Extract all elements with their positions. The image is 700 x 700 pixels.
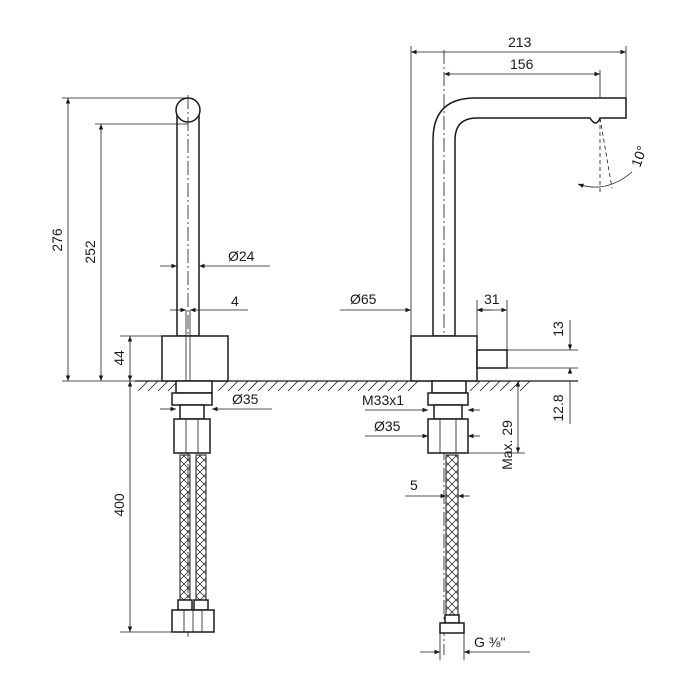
label-lever-offset: 31 [484, 291, 500, 307]
dim-max-deck: Max. 29 [468, 381, 525, 470]
label-deck-offset: 12.8 [550, 394, 566, 421]
dim-lever-height: 13 [507, 320, 578, 374]
label-connection: G ⅜" [474, 634, 505, 650]
label-hose-length: 400 [111, 493, 127, 517]
faucet-front-view [410, 50, 627, 655]
dim-hose: 5 [405, 477, 470, 499]
dim-body-diameter: Ø65 [340, 291, 492, 313]
label-nut-diameter-right: Ø35 [374, 418, 401, 434]
label-pipe-diameter: Ø24 [228, 248, 255, 264]
label-reach-spout: 156 [510, 56, 534, 72]
dim-reach-spout: 156 [444, 56, 601, 98]
dim-reach-total: 213 [410, 34, 627, 336]
dim-base-height: 44 [111, 335, 162, 381]
label-lever-width: 4 [231, 293, 239, 309]
label-angle: 10° [628, 144, 650, 169]
label-height-total: 276 [49, 228, 65, 252]
label-hose: 5 [410, 477, 418, 493]
deck-surface [135, 380, 578, 392]
dim-lever-offset: 31 [476, 291, 508, 350]
dim-height-total: 276 [49, 97, 188, 382]
dim-pipe-diameter: Ø24 [160, 248, 270, 269]
dim-deck-offset: 12.8 [550, 381, 571, 424]
label-lever-height: 13 [550, 321, 566, 337]
label-thread: M33x1 [362, 392, 404, 408]
dim-thread: M33x1 [362, 392, 480, 413]
dim-hose-length: 400 [111, 381, 172, 633]
label-body-diameter: Ø65 [350, 291, 377, 307]
dim-nut-diameter-left: Ø35 [160, 391, 272, 412]
dim-connection: G ⅜" [420, 633, 530, 660]
dim-nut-diameter-right: Ø35 [365, 418, 480, 439]
label-base-height: 44 [111, 350, 127, 366]
label-height-spout: 252 [82, 240, 98, 264]
faucet-side-view [161, 95, 229, 640]
dim-height-spout: 252 [82, 123, 188, 381]
label-reach-total: 213 [508, 34, 532, 50]
label-max-deck: Max. 29 [499, 420, 515, 470]
dim-lever-width: 4 [170, 293, 248, 313]
dim-angle: 10° [577, 117, 650, 192]
label-nut-diameter-left: Ø35 [232, 391, 259, 407]
